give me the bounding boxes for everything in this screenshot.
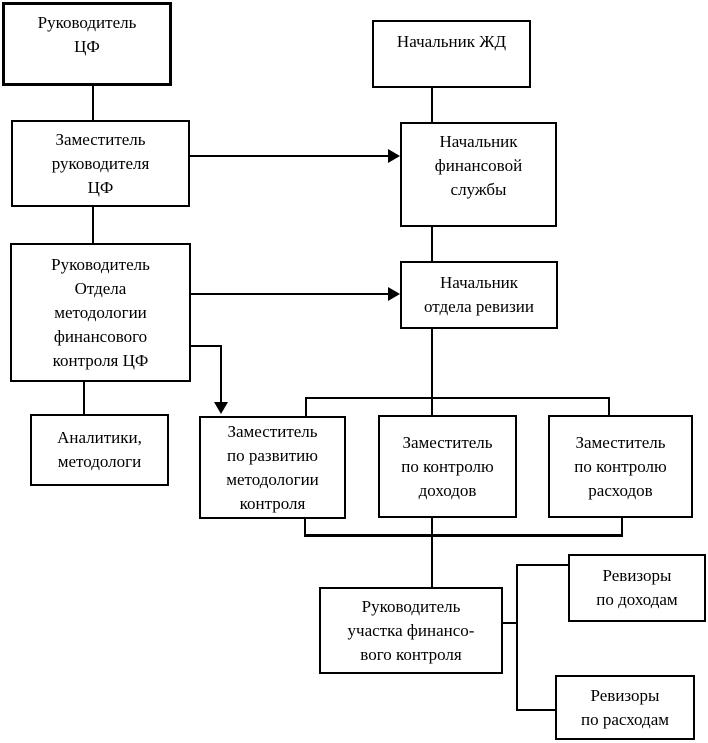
node-zam-kontrol-dohodov: Заместитель по контролю доходов xyxy=(378,415,517,518)
connector-zamdohody-down xyxy=(431,518,433,587)
node-nach-otdela-revizii: Начальник отдела ревизии xyxy=(400,261,558,329)
node-label: Аналитики, методологи xyxy=(57,428,142,471)
node-analitiki-metodologi: Аналитики, методологи xyxy=(30,414,169,486)
connector-rukcf-zamrukcf xyxy=(92,86,94,120)
node-label: Ревизоры по расходам xyxy=(580,685,670,729)
connector-otdel-analitiki xyxy=(83,382,85,414)
connector-drop-zamdohody xyxy=(431,397,433,415)
connector-zamrukcf-finsluzhba xyxy=(190,155,389,157)
connector-zamrukcf-otdel xyxy=(92,207,94,243)
connector-finsluzhba-revizia xyxy=(431,227,433,261)
node-zam-ruk-cf: Заместитель руководителя ЦФ xyxy=(11,120,190,207)
arrowhead-right-icon xyxy=(388,287,400,301)
node-label: Заместитель по развитию методологии конт… xyxy=(226,421,319,513)
node-revizory-po-dohodam: Ревизоры по доходам xyxy=(568,554,706,622)
node-label: Заместитель по контролю расходов xyxy=(574,432,667,500)
connector-drop-zamrashody xyxy=(608,397,610,415)
node-zam-razvitie-metodologii: Заместитель по развитию методологии конт… xyxy=(199,416,346,519)
node-ruk-cf: Руководитель ЦФ xyxy=(2,2,172,86)
node-ruk-otdela-metodologii: Руководитель Отдела методологии финансов… xyxy=(10,243,191,382)
node-label: Руководитель ЦФ xyxy=(37,13,137,56)
connector-revizia-stem xyxy=(431,329,433,399)
node-revizory-po-rashodam: Ревизоры по расходам xyxy=(555,675,695,740)
connector-otdel-zamrazvitie-h xyxy=(191,345,222,347)
node-ruk-uchastka: Руководитель участка финансо- вого контр… xyxy=(319,587,503,674)
arrowhead-down-icon xyxy=(214,402,228,414)
connector-drop-zamrazvitie xyxy=(305,397,307,416)
node-nach-fin-sluzhby: Начальник финансовой службы xyxy=(400,122,557,227)
connector-zamrazvitie-down xyxy=(304,519,306,536)
connector-revizory-bus xyxy=(516,564,518,711)
node-label: Начальник отдела ревизии xyxy=(423,273,535,316)
connector-revizory-dohodam xyxy=(516,564,568,566)
node-label: Заместитель руководителя ЦФ xyxy=(51,129,150,197)
node-label: Начальник финансовой службы xyxy=(434,132,523,199)
node-label: Заместитель по контролю доходов xyxy=(401,432,494,500)
arrowhead-right-icon xyxy=(388,149,400,163)
connector-otdel-zamrazvitie-v xyxy=(220,345,222,403)
node-zam-kontrol-rashodov: Заместитель по контролю расходов xyxy=(548,415,693,518)
node-label: Ревизоры по доходам xyxy=(596,566,678,609)
node-label: Руководитель участка финансо- вого контр… xyxy=(347,596,475,664)
connector-deputies-bus-top xyxy=(305,397,610,399)
node-label: Руководитель Отдела методологии финансов… xyxy=(51,254,150,370)
connector-uchastok-stub xyxy=(503,622,518,624)
connector-zamrashody-down xyxy=(621,518,623,536)
connector-zhd-finsluzhba xyxy=(431,88,433,122)
connector-otdel-revizia xyxy=(191,293,389,295)
connector-revizory-rashodam xyxy=(516,709,555,711)
node-nachalnik-zhd: Начальник ЖД xyxy=(372,20,531,88)
connector-deputies-bus-bottom xyxy=(304,534,623,537)
node-label: Начальник ЖД xyxy=(396,32,507,51)
